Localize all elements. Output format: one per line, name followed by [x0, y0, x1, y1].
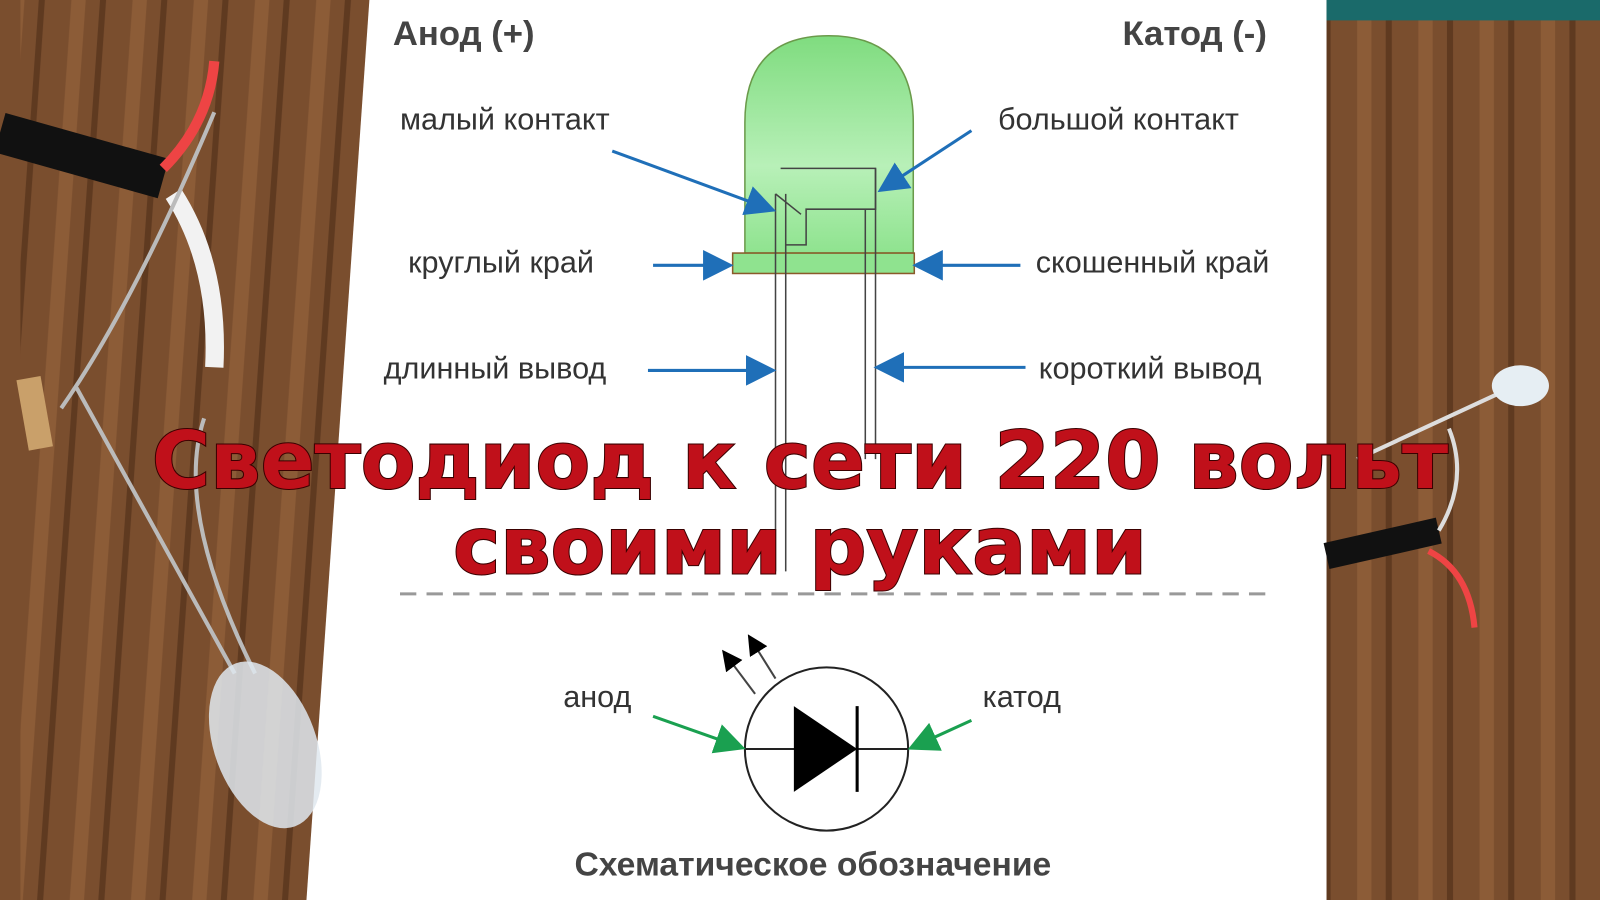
label-small-contact: малый контакт — [400, 103, 610, 137]
right-photo — [1323, 0, 1600, 900]
led-body — [744, 34, 915, 254]
overlay-title-line1: Светодиод к сети 220 вольт — [152, 414, 1448, 507]
label-large-contact: большой контакт — [998, 103, 1239, 137]
anode-header: Анод (+) — [393, 15, 535, 53]
caption: Схематическое обозначение — [574, 847, 1051, 884]
left-photo — [0, 0, 370, 900]
label-short-lead: короткий вывод — [1039, 352, 1262, 386]
overlay-title-line2: своими руками — [453, 499, 1147, 592]
blue-arrows — [611, 129, 1026, 386]
small-contact — [775, 193, 802, 215]
cathode-header: Катод (-) — [1122, 15, 1266, 53]
cathode-lead — [864, 168, 877, 460]
symbol-cathode-label: катод — [983, 680, 1061, 714]
symbol-anode-label: анод — [563, 680, 631, 714]
led-rim — [731, 252, 916, 275]
label-round-edge: круглый край — [408, 245, 594, 279]
label-beveled-edge: скошенный край — [1036, 245, 1270, 279]
diode-symbol — [722, 634, 910, 832]
overlay-title: Светодиод к сети 220 вольт своими руками — [151, 413, 1449, 594]
label-long-lead: длинный вывод — [384, 352, 607, 386]
led-diagram: Анод (+) Катод (-) малый контакт круглый… — [384, 15, 1270, 884]
large-contact — [780, 167, 877, 246]
green-arrows — [652, 714, 973, 754]
